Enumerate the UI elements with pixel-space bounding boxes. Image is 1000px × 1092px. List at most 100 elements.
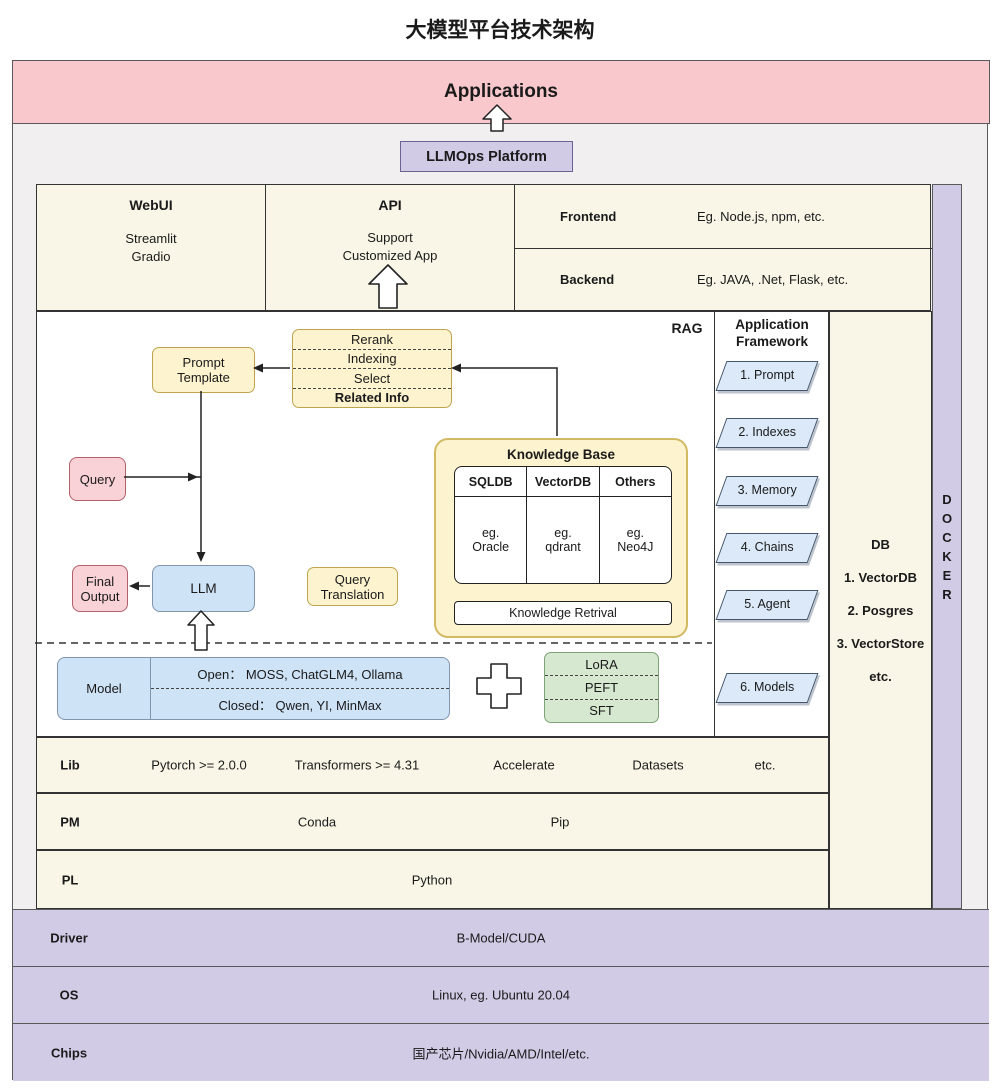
applications-banner: Applications bbox=[12, 60, 990, 124]
os-row: OS Linux, eg. Ubuntu 20.04 bbox=[13, 966, 989, 1023]
db-column: DB 1. VectorDB 2. Posgres 3. VectorStore… bbox=[829, 311, 932, 909]
finetune-box: LoRA PEFT SFT bbox=[544, 652, 659, 723]
kb-col-vectordb: VectorDB eg. qdrant bbox=[526, 467, 599, 583]
db-item: 2. Posgres bbox=[847, 602, 914, 618]
framework-item-indexes: 2. Indexes bbox=[715, 418, 819, 448]
knowledge-base-table: SQLDB eg. Oracle VectorDB eg. qdrant Oth… bbox=[454, 466, 672, 584]
api-cell: API Support Customized App bbox=[265, 185, 515, 310]
finetune-lora: LoRA bbox=[585, 656, 618, 672]
lib-item: Datasets bbox=[632, 757, 684, 773]
page-title: 大模型平台技术架构 bbox=[405, 19, 595, 42]
kb-example: eg. Neo4J bbox=[617, 526, 654, 554]
rag-section: RAG Rerank Indexing Select Related Info … bbox=[36, 311, 829, 738]
pl-item: Python bbox=[411, 872, 453, 887]
kb-header: SQLDB bbox=[455, 467, 527, 497]
docker-letter: C bbox=[942, 529, 952, 545]
driver-value: B-Model/CUDA bbox=[456, 930, 546, 946]
docker-letter: R bbox=[942, 586, 952, 602]
final-output-box: Final Output bbox=[72, 565, 128, 612]
model-box: Model Open： MOSS, ChatGLM4, Ollama Close… bbox=[57, 657, 450, 720]
prompt-template-box: Prompt Template bbox=[152, 347, 255, 393]
stack-row-select: Select bbox=[293, 368, 451, 388]
chips-row: Chips 国产芯片/Nvidia/AMD/Intel/etc. bbox=[13, 1023, 989, 1081]
backend-cell: Backend Eg. JAVA, .Net, Flask, etc. bbox=[515, 248, 932, 310]
app-framework-title: Application Framework bbox=[735, 317, 809, 349]
finetune-peft: PEFT bbox=[545, 675, 658, 698]
framework-item-models: 6. Models bbox=[715, 673, 819, 703]
framework-item-label: 4. Chains bbox=[740, 540, 794, 554]
docker-sidebar: D O C K E R bbox=[932, 184, 962, 909]
webui-cell: WebUI Streamlit Gradio bbox=[37, 185, 265, 310]
webui-items: Streamlit Gradio bbox=[125, 231, 177, 264]
pm-row: PM Conda Pip bbox=[36, 793, 829, 850]
chips-value: 国产芯片/Nvidia/AMD/Intel/etc. bbox=[412, 1046, 590, 1061]
rag-label: RAG bbox=[671, 320, 703, 336]
stack-row-related-info: Related Info bbox=[293, 387, 451, 408]
closed-models: Closed： Qwen, YI, MinMax bbox=[151, 688, 449, 719]
llmops-label: LLMOps Platform bbox=[426, 148, 547, 165]
interface-panel: WebUI Streamlit Gradio API Support Custo… bbox=[36, 184, 932, 311]
model-label: Model bbox=[58, 658, 151, 719]
finetune-sft: SFT bbox=[545, 698, 658, 722]
pl-label: PL bbox=[61, 872, 79, 887]
frontend-desc: Eg. Node.js, npm, etc. bbox=[697, 209, 825, 224]
kb-header: Others bbox=[599, 467, 671, 497]
framework-item-label: 1. Prompt bbox=[740, 368, 795, 382]
framework-item-chains: 4. Chains bbox=[715, 533, 819, 563]
db-item: 3. VectorStore bbox=[836, 635, 925, 651]
backend-label: Backend bbox=[560, 272, 615, 287]
framework-item-label: 6. Models bbox=[740, 680, 795, 694]
framework-item-label: 5. Agent bbox=[744, 597, 791, 611]
docker-letter: K bbox=[942, 548, 952, 564]
kb-example: eg. Oracle bbox=[472, 526, 510, 554]
knowledge-base-box: Knowledge Base SQLDB eg. Oracle VectorDB… bbox=[434, 438, 688, 638]
knowledge-retrieval-box: Knowledge Retrival bbox=[454, 601, 672, 625]
frontend-label: Frontend bbox=[560, 209, 617, 224]
stack-row-indexing: Indexing bbox=[293, 348, 451, 369]
pm-label: PM bbox=[60, 814, 80, 829]
lib-item: Pytorch >= 2.0.0 bbox=[151, 757, 247, 773]
llm-box: LLM bbox=[152, 565, 255, 612]
db-item: 1. VectorDB bbox=[844, 569, 917, 585]
kb-example: eg. qdrant bbox=[545, 526, 581, 554]
model-list: Open： MOSS, ChatGLM4, Ollama Closed： Qwe… bbox=[151, 658, 449, 719]
query-translation-box: Query Translation bbox=[307, 567, 398, 606]
framework-divider bbox=[714, 312, 715, 738]
framework-item-agent: 5. Agent bbox=[715, 590, 819, 620]
diagram-frame: Applications LLMOps Platform WebUI Strea… bbox=[12, 60, 990, 1081]
framework-item-prompt: 1. Prompt bbox=[715, 361, 819, 391]
db-item: etc. bbox=[869, 668, 892, 684]
backend-desc: Eg. JAVA, .Net, Flask, etc. bbox=[697, 272, 849, 287]
os-label: OS bbox=[59, 987, 79, 1003]
applications-label: Applications bbox=[443, 81, 558, 102]
kb-header: VectorDB bbox=[527, 467, 599, 497]
driver-row: Driver B-Model/CUDA bbox=[13, 909, 989, 966]
api-subtitle: Support Customized App bbox=[342, 230, 438, 263]
kb-col-sqldb: SQLDB eg. Oracle bbox=[455, 467, 527, 583]
llmops-platform-box: LLMOps Platform bbox=[400, 141, 573, 172]
knowledge-base-title: Knowledge Base bbox=[506, 447, 616, 462]
pm-item: Conda bbox=[297, 814, 337, 829]
os-value: Linux, eg. Ubuntu 20.04 bbox=[431, 987, 571, 1003]
framework-item-label: 2. Indexes bbox=[738, 425, 797, 439]
chips-label: Chips bbox=[50, 1045, 88, 1060]
db-title: DB bbox=[871, 536, 890, 552]
docker-letter: O bbox=[941, 510, 953, 526]
pm-item: Pip bbox=[550, 814, 570, 829]
framework-item-label: 3. Memory bbox=[737, 483, 797, 497]
stack-row-rerank: Rerank bbox=[351, 331, 393, 347]
lib-row: Lib Pytorch >= 2.0.0 Transformers >= 4.3… bbox=[36, 737, 829, 793]
lib-item: Transformers >= 4.31 bbox=[294, 757, 420, 773]
frontend-cell: Frontend Eg. Node.js, npm, etc. bbox=[515, 185, 932, 248]
lib-item: Accelerate bbox=[493, 757, 555, 773]
pl-row: PL Python bbox=[36, 850, 829, 909]
lib-label: Lib bbox=[60, 757, 80, 773]
lib-item: etc. bbox=[754, 757, 776, 773]
open-models: Open： MOSS, ChatGLM4, Ollama bbox=[197, 666, 403, 682]
query-box: Query bbox=[69, 457, 126, 501]
driver-label: Driver bbox=[50, 930, 88, 946]
framework-item-memory: 3. Memory bbox=[715, 476, 819, 506]
rerank-stack: Rerank Indexing Select Related Info bbox=[292, 329, 452, 408]
docker-letter: D bbox=[942, 491, 952, 507]
